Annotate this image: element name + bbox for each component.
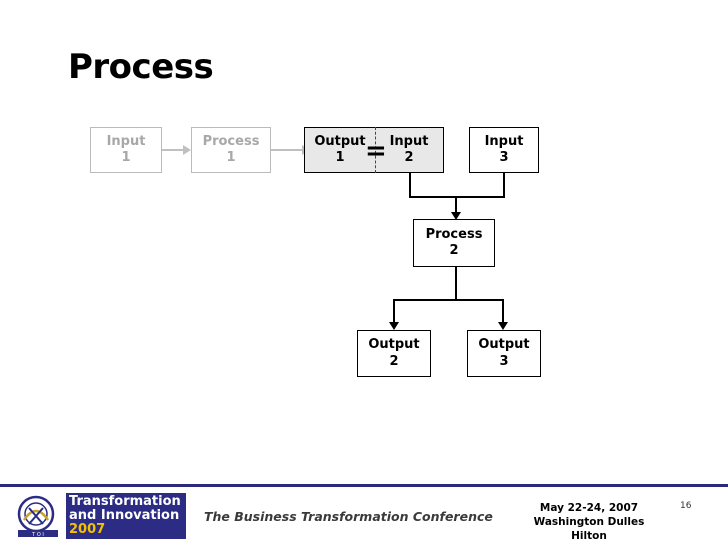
node-input-2[interactable]: Input 2	[375, 127, 444, 173]
conference-logo: T O I Transformation and Innovation 2007	[14, 492, 186, 540]
node-input-2-line2: 2	[404, 150, 414, 165]
connector-to-process2	[455, 196, 457, 215]
equals-symbol: =	[365, 136, 387, 166]
logo-line-3: 2007	[69, 522, 106, 537]
connector-to-output3	[502, 299, 504, 325]
connector-join-bar-top	[409, 196, 505, 198]
connector-process2-down	[455, 267, 457, 300]
event-venue: Washington Dulles Hilton	[533, 516, 645, 542]
node-process-2[interactable]: Process 2	[413, 219, 495, 267]
node-input-3-line2: 3	[499, 150, 509, 165]
node-output-1-line1: Output	[314, 133, 366, 149]
connector-to-process2-arrowhead	[451, 212, 461, 220]
connector-process1-output1	[271, 149, 303, 151]
node-process-1-line1: Process	[202, 133, 260, 149]
node-input-2-line1: Input	[389, 133, 429, 149]
connector-to-output2-arrowhead	[389, 322, 399, 330]
connector-input1-process1-arrowhead	[183, 145, 191, 155]
page-title: Process	[68, 47, 214, 87]
node-output-2-line1: Output	[368, 337, 420, 353]
node-process-2-line1: Process	[425, 226, 483, 242]
node-process-2-line2: 2	[449, 243, 459, 258]
node-output-1[interactable]: Output 1	[304, 127, 375, 173]
event-date-line1: May 22-24, 2007	[539, 502, 639, 514]
connector-split-bar	[393, 299, 503, 301]
connector-input3-down	[503, 173, 505, 197]
output1-input2-divider	[375, 127, 376, 173]
connector-to-output2	[393, 299, 395, 325]
page-number: 16	[680, 501, 692, 511]
logo-line-2: and Innovation	[69, 508, 180, 523]
logo-wordmark: Transformation and Innovation 2007	[66, 493, 186, 539]
footer-divider	[0, 484, 728, 487]
node-output-3-line1: Output	[478, 337, 530, 353]
node-input-3[interactable]: Input 3	[469, 127, 539, 173]
node-output-3[interactable]: Output 3	[467, 330, 541, 377]
connector-to-output3-arrowhead	[498, 322, 508, 330]
node-output-1-line2: 1	[335, 150, 345, 165]
svg-text:T O I: T O I	[31, 532, 44, 538]
node-input-1-line1: Input	[106, 133, 146, 149]
connector-input1-process1	[162, 149, 184, 151]
node-input-3-line1: Input	[484, 133, 524, 149]
node-input-1[interactable]: Input 1	[90, 127, 162, 173]
connector-input2-down	[409, 173, 411, 197]
node-process-1-line2: 1	[226, 150, 236, 165]
node-input-1-line2: 1	[121, 150, 131, 165]
node-output-3-line2: 3	[499, 353, 509, 369]
node-output-2-line2: 2	[389, 353, 399, 369]
conference-name: The Business Transformation Conference	[204, 509, 493, 524]
event-date: May 22-24, 2007 Washington Dulles Hilton	[519, 501, 659, 543]
node-output-2[interactable]: Output 2	[357, 330, 431, 377]
logo-mark-icon: T O I	[17, 495, 58, 538]
node-process-1[interactable]: Process 1	[191, 127, 271, 173]
logo-line-1: Transformation	[69, 494, 181, 509]
